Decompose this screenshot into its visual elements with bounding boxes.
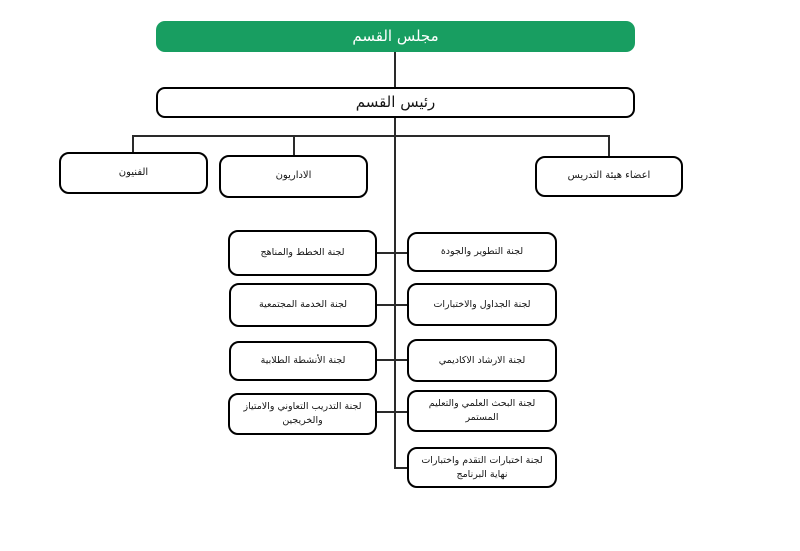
node-committee-student-activities: لجنة الأنشطة الطلابية [229,341,377,381]
connector-line [608,135,610,156]
node-department-council: مجلس القسم [156,21,635,52]
node-department-head: رئيس القسم [156,87,635,118]
node-technicians: الفنيون [59,152,208,194]
level2-branch-line [133,135,609,137]
node-committee-schedules-exams: لجنة الجداول والاختبارات [407,283,557,326]
connector-line [132,135,134,152]
connector-line [377,304,407,306]
connector-line [394,467,407,469]
node-committee-plans-curricula: لجنة الخطط والمناهج [228,230,377,276]
connector-line [377,359,407,361]
connector-line [293,135,295,155]
connector-line [377,252,407,254]
node-committee-research-continuing-education: لجنة البحث العلمي والتعليم المستمر [407,390,557,432]
connector-line [377,411,407,413]
node-faculty-members: اعضاء هيئة التدريس [535,156,683,197]
connector-line [394,52,396,87]
node-administrators: الاداريون [219,155,368,198]
node-committee-academic-advising: لجنة الارشاد الاكاديمي [407,339,557,382]
trunk-line [394,118,396,468]
node-committee-coop-training-alumni: لجنة التدريب التعاوني والامتياز والخريجي… [228,393,377,435]
node-committee-development-quality: لجنة التطوير والجودة [407,232,557,272]
node-committee-progress-final-exams: لجنة اختبارات التقدم واختبارات نهاية الب… [407,447,557,488]
node-committee-community-service: لجنة الخدمة المجتمعية [229,283,377,327]
